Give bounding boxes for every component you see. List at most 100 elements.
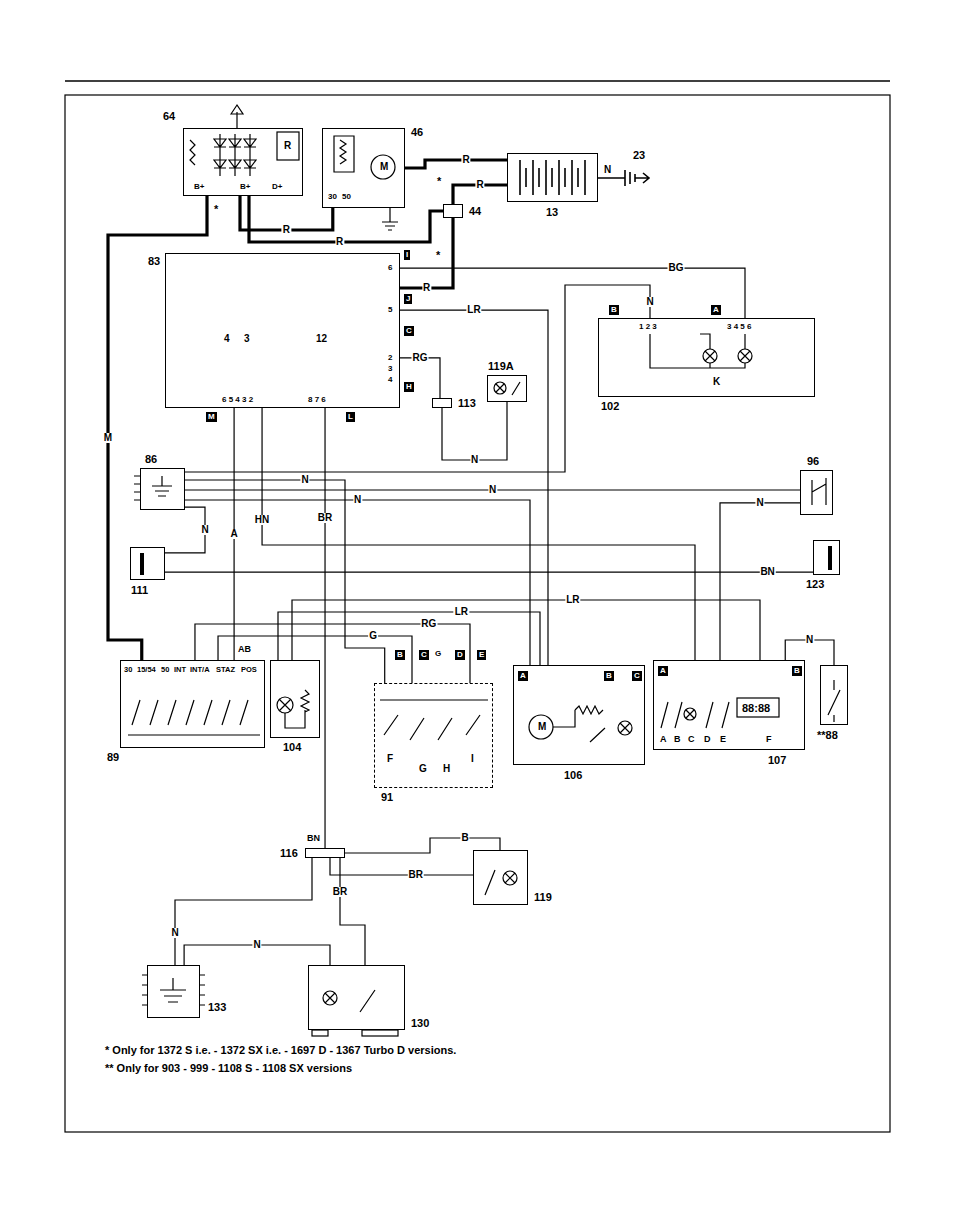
page-frame [65,95,890,1132]
component-box: **88 [820,665,848,725]
pin-label: INT/A [190,666,210,674]
pin-label: 2 [388,354,392,362]
ground-symbol [382,208,398,230]
wire-label: * [214,204,218,215]
diode-bridge [214,134,256,176]
motor-resistor [553,706,605,742]
wire [400,218,453,288]
pin-label: F [766,735,772,744]
component-box: 96 [800,470,833,515]
panel-wiring [650,334,745,368]
wire-color-code: BN [759,567,775,577]
component-box: 104 [270,660,320,738]
component-box: 834312652346 5 4 3 28 7 6IJCHML [165,253,400,408]
ignition-switch-contacts [128,700,260,735]
pin-label: STAZ [216,666,235,674]
pin-label: 1 2 3 [639,323,657,331]
callout-number: 130 [411,1018,429,1029]
component-box: 893015/5450INTINT/ASTAZPOS [120,660,265,748]
wire-color-code: N [645,297,654,307]
component-box: 86 [140,468,185,510]
pin-label: 30 [328,193,337,201]
wire [262,408,695,660]
connector-letter: M [206,412,217,422]
wire-color-code: N [755,498,764,508]
wire-label: BN [307,834,320,843]
contact-bar [142,546,830,575]
pin-label: 3 [388,365,392,373]
wire-color-code: R [282,225,291,235]
lamp-symbol [618,721,632,735]
connector-letter: D [455,650,465,660]
component-box: 91BCGDEFGHI [374,683,493,788]
component-box: 130 [308,965,405,1030]
pin-label: 12 [316,334,327,344]
wire-color-code: N [200,525,209,535]
wire-color-code: A [229,529,238,539]
motor-symbol [371,155,395,179]
callout-number: 133 [208,1002,226,1013]
callout-number: 119 [534,892,552,903]
component-box: 133 [147,965,200,1018]
pin-label: G [419,764,427,774]
wire-color-code: BR [332,887,348,897]
wire-color-code: M [103,433,113,443]
wire-color-code: R [422,283,431,293]
pin-label: 5 [388,306,392,314]
wire [185,285,650,472]
lamp-cross [496,382,520,395]
wire-color-code: N [353,495,362,505]
wire-label: 23 [633,150,645,161]
callout-number: 104 [283,742,301,753]
pin-label: M [538,722,546,732]
component-box: 102B1 2 3A3 4 5 6K [598,318,815,397]
wire-color-code: R [475,180,484,190]
pin-label: G [435,650,441,658]
callout-number: 13 [546,207,558,218]
pin-label: 88:88 [742,703,770,714]
wire-color-code: N [170,928,179,938]
callout-number: 111 [131,585,148,596]
connector-letter: A [518,671,528,681]
connector-letter: C [419,650,429,660]
connector-letter: B [792,666,802,676]
wire [720,503,800,660]
callout-number: 107 [768,755,786,766]
pin-label: I [471,754,474,764]
component-box: 119 [473,850,528,905]
lamp-switch [485,870,515,895]
lamp-cross [686,710,694,718]
switch-blades [661,702,729,728]
pin-label: H [443,764,450,774]
pin-label: POS [241,666,257,674]
wire [324,408,325,848]
wire-color-code: LR [454,607,469,617]
pin-label: 4 [224,334,230,344]
lamp-cross [620,723,630,733]
wire-color-code: B [460,833,469,843]
motor-symbol [529,715,553,739]
component-box: 13 [507,153,598,202]
wire [165,571,813,572]
wire-color-code: BR [317,513,333,523]
lamp-switch [325,990,375,1012]
wire-color-code: RG [420,619,437,629]
wire [278,612,540,665]
regulator-box [277,132,299,160]
component-box: 123 [813,540,840,575]
wire [340,858,365,965]
pin-label: 6 5 4 3 2 [222,396,253,404]
pin-label: 3 [244,334,250,344]
callout-number: 46 [411,127,423,138]
callout-number: 106 [564,770,582,781]
component-box: 107ABABCDEF88:88 [653,660,805,750]
pin-label: INT [174,666,186,674]
pin-label: B [674,735,681,744]
pin-label: 50 [161,666,169,674]
wire-color-code: N [805,635,814,645]
connector-letter: C [632,671,642,681]
wire [249,196,443,242]
wire-color-code: HN [254,515,270,525]
pin-label: 3 4 5 6 [727,323,751,331]
